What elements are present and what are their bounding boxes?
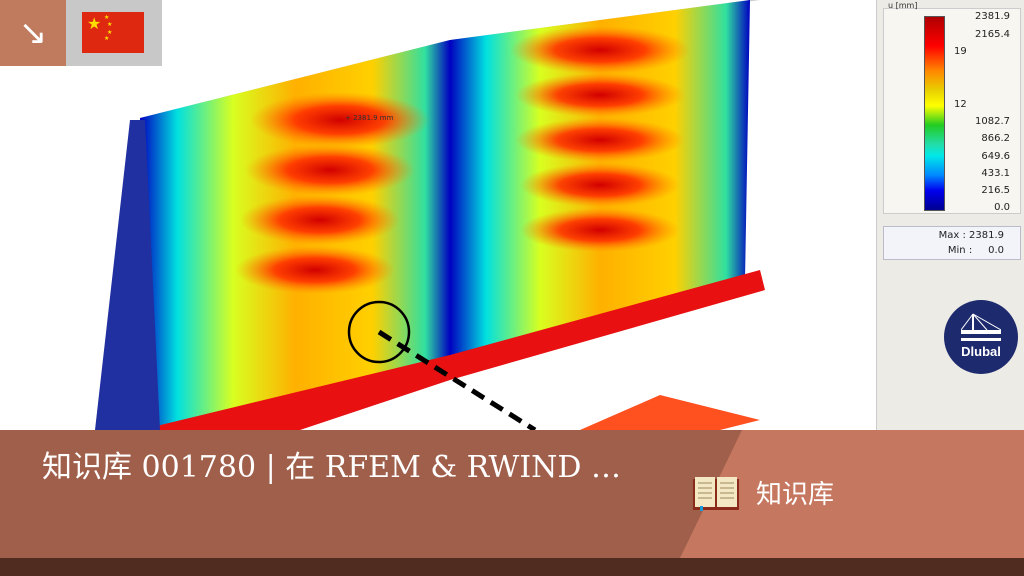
logo-text: Dlubal [961, 344, 1001, 359]
legend-title: u [mm] [888, 1, 918, 10]
max-result-label: + 2381.9 mm [345, 114, 394, 122]
legend-tick: 649.6 [981, 151, 1010, 162]
color-scale-bar [924, 16, 945, 211]
china-flag-icon: ★★★★★ [82, 12, 144, 53]
color-legend: u [mm] 2381.9 2165.4 19 12 1082.7 866.2 … [883, 1, 1021, 214]
legend-tick: 2165.4 [975, 29, 1010, 40]
arrow-down-right-icon[interactable]: ↘ [0, 0, 66, 66]
bridge-icon [961, 313, 1001, 341]
min-value: 0.0 [988, 245, 1004, 256]
legend-tick: 0.0 [994, 202, 1010, 213]
max-min-box: Max : 2381.9 Min : 0.0 [883, 226, 1021, 260]
legend-panel: u [mm] 2381.9 2165.4 19 12 1082.7 866.2 … [876, 0, 1024, 430]
legend-tick: 866.2 [981, 133, 1010, 144]
dlubal-logo: Dlubal [944, 300, 1018, 374]
legend-tick: 216.5 [981, 185, 1010, 196]
base-beam [140, 270, 765, 430]
footer-bar [0, 558, 1024, 576]
max-label: Max [938, 230, 960, 241]
model-viewport[interactable]: + 2381.9 mm [0, 0, 876, 433]
top-left-badges: ↘ ★★★★★ [0, 0, 162, 66]
open-book-icon [693, 477, 739, 511]
legend-tick: 12 [954, 99, 967, 110]
max-value: 2381.9 [969, 230, 1004, 241]
legend-tick: 1082.7 [975, 116, 1010, 127]
wind-wall-model: + 2381.9 mm [95, 0, 765, 433]
article-title[interactable]: 知识库 001780 | 在 RFEM & RWIND … [42, 450, 622, 485]
legend-tick: 19 [954, 46, 967, 57]
legend-tick: 433.1 [981, 168, 1010, 179]
legend-tick: 2381.9 [975, 11, 1010, 22]
detail-circle [347, 300, 411, 364]
category-label[interactable]: 知识库 [756, 480, 835, 510]
min-label: Min [947, 245, 966, 256]
truss-tower [95, 120, 160, 430]
